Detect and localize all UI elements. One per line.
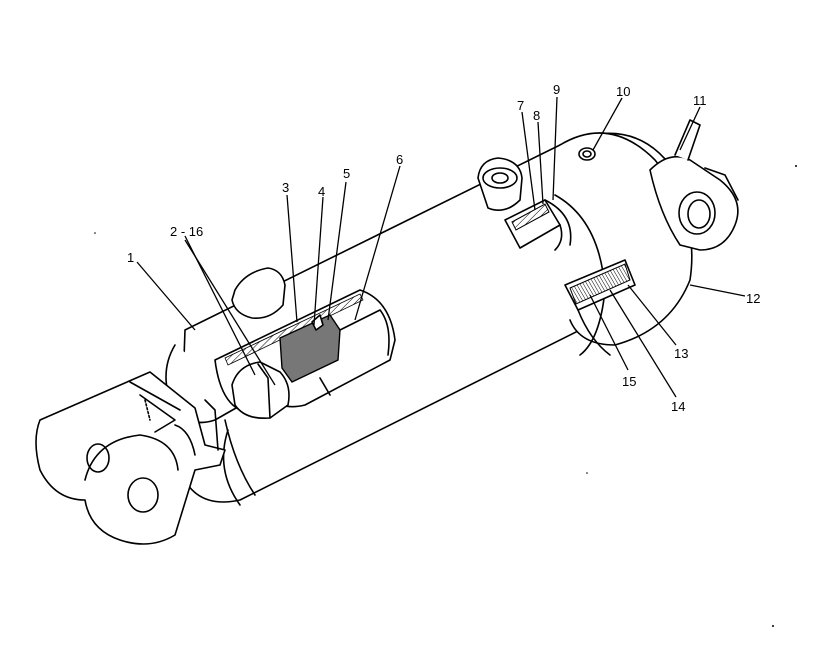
callout-11: 11 — [693, 93, 707, 108]
leader-lines — [136, 96, 746, 398]
callout-4: 4 — [318, 184, 325, 199]
callout-3: 3 — [282, 180, 289, 195]
head-end-clevis — [649, 119, 739, 251]
head-seal-cutaway — [504, 199, 572, 251]
callout-15: 15 — [622, 374, 636, 389]
callout-12: 12 — [746, 291, 760, 306]
callout-5: 5 — [343, 166, 350, 181]
port-plug — [578, 147, 596, 161]
cylinder-barrel — [165, 132, 693, 506]
rod-end-clevis — [35, 371, 226, 545]
callout-10: 10 — [616, 84, 630, 99]
top-port-fitting — [477, 157, 523, 211]
callout-13: 13 — [674, 346, 688, 361]
callout-2-16: 2 - 16 — [170, 224, 203, 239]
callout-14: 14 — [671, 399, 685, 414]
callout-8: 8 — [533, 108, 540, 123]
callout-1: 1 — [127, 250, 134, 265]
callout-labels: 1 2 - 16 3 4 5 6 7 8 9 10 11 12 13 14 15 — [127, 82, 760, 414]
callout-7: 7 — [517, 98, 524, 113]
bearing-cutaway — [564, 259, 636, 356]
callout-9: 9 — [553, 82, 560, 97]
callout-6: 6 — [396, 152, 403, 167]
